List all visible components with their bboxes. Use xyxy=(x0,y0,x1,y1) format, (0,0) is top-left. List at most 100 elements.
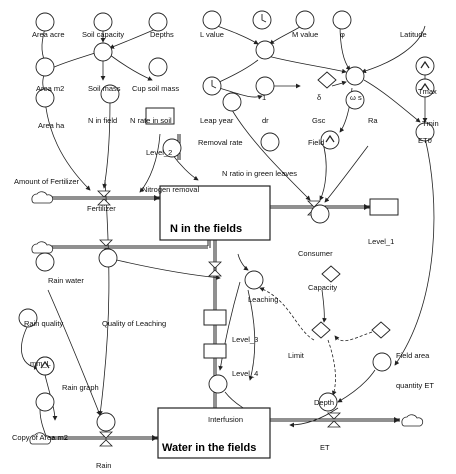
lvalue-calc-node[interactable] xyxy=(255,40,275,60)
soil-mass-node[interactable] xyxy=(93,42,113,62)
level-4-node[interactable] xyxy=(208,374,228,394)
area-ha-node[interactable] xyxy=(35,88,55,108)
cup-soil-mass-node[interactable] xyxy=(148,57,168,77)
rain-graph-node[interactable] xyxy=(35,392,55,412)
label-copy-area-m2: Copy of Area m2 xyxy=(12,433,68,442)
m-value-node[interactable] xyxy=(295,10,315,30)
depths-node[interactable] xyxy=(148,12,168,32)
clock-icon xyxy=(252,10,272,30)
label-amount-fertilizer: Amount of Fertilizer xyxy=(14,177,80,186)
label-leaching: Leaching xyxy=(248,295,278,304)
label-mm-l: mm_L xyxy=(30,359,51,368)
stock-boxes xyxy=(145,107,399,459)
label-quantity-et: quantity ET xyxy=(396,381,434,390)
consumer-node[interactable] xyxy=(310,204,330,224)
leaching-node[interactable] xyxy=(244,270,264,290)
label-n-rate-in-soil: N rate in soil xyxy=(130,116,172,125)
label-level-3: Level_3 xyxy=(232,335,258,344)
stock-level-3-b[interactable] xyxy=(203,343,227,359)
rain-water-b-node[interactable] xyxy=(98,248,118,268)
label-level-4: Level_4 xyxy=(232,369,258,378)
label-tmin: Tmin xyxy=(422,119,439,128)
rain-quality-node[interactable] xyxy=(18,308,38,328)
l-value-node[interactable] xyxy=(202,10,222,30)
label-n-in-the-fields: N in the fields xyxy=(170,223,242,235)
depth-node[interactable] xyxy=(318,392,338,412)
label-nitrogen-removal: Nitrogen removal xyxy=(142,185,199,194)
lookup-icons xyxy=(35,56,435,376)
stock-water-in-the-fields[interactable] xyxy=(157,407,271,459)
stock-level-3[interactable] xyxy=(203,309,227,326)
label-et0: ET0 xyxy=(418,136,432,145)
phi-node[interactable] xyxy=(332,10,352,30)
clock-icon xyxy=(202,76,222,96)
rain-flow-node[interactable] xyxy=(96,412,116,432)
label-field-area: Field area xyxy=(396,351,430,360)
dr-node[interactable] xyxy=(222,92,242,112)
label-removal-rate: Removal rate xyxy=(198,138,243,147)
graph-icon xyxy=(35,356,55,376)
cloud-icon xyxy=(29,432,52,445)
label-delta: δ xyxy=(317,93,321,102)
stock-n-rate-box[interactable] xyxy=(145,107,175,125)
label-n-ratio-green: N ratio in green leaves xyxy=(222,169,297,178)
label-quality-leaching: Quality of Leaching xyxy=(102,319,166,328)
label-water-in-the-fields: Water in the fields xyxy=(162,442,256,454)
level-2-node[interactable] xyxy=(162,138,182,158)
graph-icon xyxy=(415,56,435,76)
label-rain-quality: Rain quality xyxy=(24,319,63,328)
label-soil-mass: Soil mass xyxy=(88,84,121,93)
cloud-icon xyxy=(401,414,424,427)
label-interfusion: Interfusion xyxy=(208,415,243,424)
label-latitude: Latitude xyxy=(400,30,427,39)
stock-n-in-the-fields[interactable] xyxy=(159,185,271,241)
label-soil-capacity: Soil capacity xyxy=(82,30,124,39)
cloud-icons xyxy=(29,191,424,445)
area-acre-node[interactable] xyxy=(35,12,55,32)
field-area-diamond[interactable] xyxy=(371,321,391,339)
label-dr: dr xyxy=(262,116,269,125)
n-in-field-node[interactable] xyxy=(100,84,120,104)
n-ratio-node[interactable] xyxy=(260,132,280,152)
label-depth: Depth xyxy=(314,398,334,407)
converters xyxy=(18,10,435,432)
label-level-2: Level_2 xyxy=(146,148,172,157)
label-gsc: Gsc xyxy=(312,116,326,125)
one-node[interactable] xyxy=(255,76,275,96)
label-field: Field xyxy=(308,138,324,147)
et0-node[interactable] xyxy=(415,122,435,142)
capacity-diamond[interactable] xyxy=(321,265,341,283)
label-depths: Depths xyxy=(150,30,174,39)
label-rain-water: Rain water xyxy=(48,276,84,285)
label-tmax: Tmax xyxy=(418,87,437,96)
labels: Area acre Soil capacity Depths L value M… xyxy=(12,30,439,470)
label-n-in-field: N in field xyxy=(88,116,117,125)
label-area-m2: Area m2 xyxy=(36,84,64,93)
label-rain-graph: Rain graph xyxy=(62,383,99,392)
ra-node[interactable] xyxy=(345,90,365,110)
graph-icon xyxy=(415,78,435,98)
stock-level-1[interactable] xyxy=(369,198,399,216)
label-phi: φ xyxy=(340,30,345,39)
area-m2-node[interactable] xyxy=(35,57,55,77)
label-et: ET xyxy=(320,443,330,452)
field-area-node[interactable] xyxy=(372,352,392,372)
delta-diamond[interactable] xyxy=(317,71,337,89)
flow-pipes xyxy=(48,134,400,447)
label-consumer: Consumer xyxy=(298,249,333,258)
cloud-icon xyxy=(31,191,54,204)
label-omega-s: ω s xyxy=(350,93,362,102)
label-capacity: Capacity xyxy=(308,283,337,292)
clock-icons xyxy=(202,10,272,96)
limit-diamond[interactable] xyxy=(311,321,331,339)
rain-water-node[interactable] xyxy=(35,252,55,272)
label-area-ha: Area ha xyxy=(38,121,65,130)
label-one: 1 xyxy=(262,93,266,102)
label-limit: Limit xyxy=(288,351,305,360)
soil-capacity-node[interactable] xyxy=(93,12,113,32)
label-ra: Ra xyxy=(368,116,378,125)
omega-s-node[interactable] xyxy=(345,66,365,86)
label-level-1: Level_1 xyxy=(368,237,394,246)
constants xyxy=(311,71,391,339)
